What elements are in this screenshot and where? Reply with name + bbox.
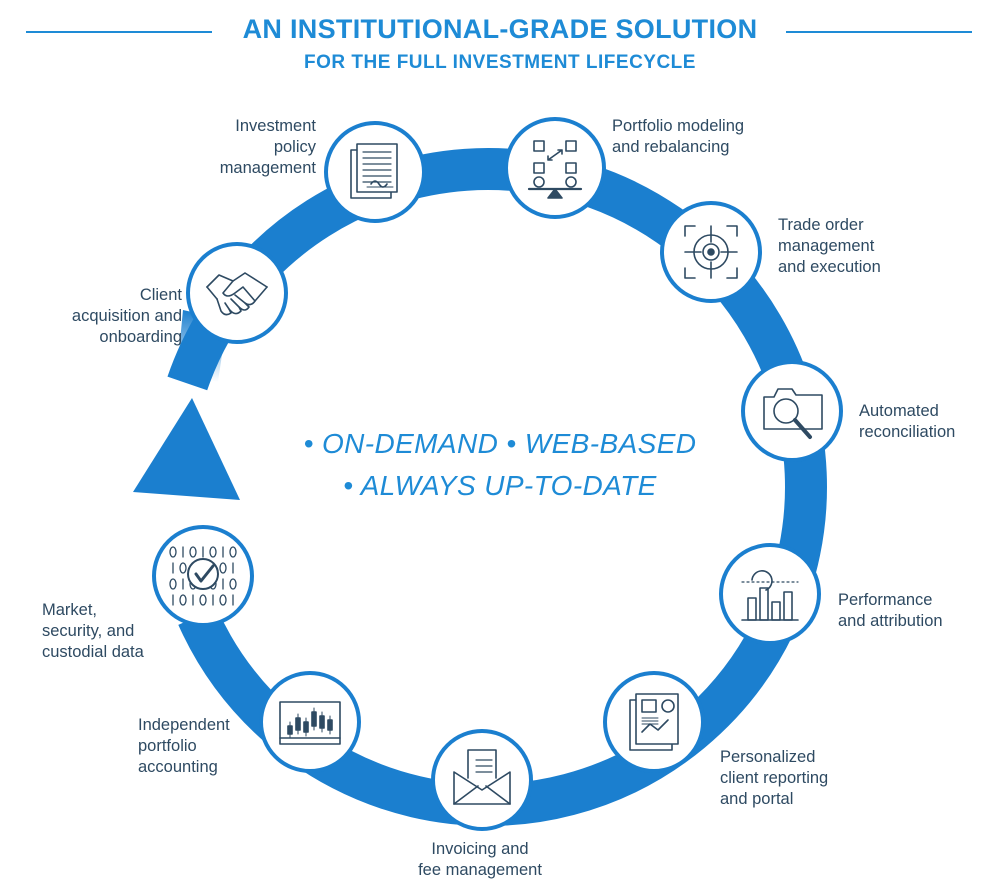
document-icon	[350, 143, 398, 199]
page-title: AN INSTITUTIONAL-GRADE SOLUTION	[242, 14, 758, 44]
stage-label-invoicing: Invoicing and fee management	[390, 839, 570, 881]
stage-label-line: Client	[139, 286, 182, 304]
tagline-line-1: • ON-DEMAND • WEB-BASED	[303, 428, 697, 459]
stage-node-reconciliation	[741, 360, 843, 462]
stage-label-line: and rebalancing	[612, 138, 730, 156]
stage-label-line: Portfolio modeling	[612, 117, 745, 135]
ring-arrow-head	[133, 398, 240, 500]
stage-label-performance: Performance and attribution	[838, 590, 998, 632]
balance-icon	[527, 140, 583, 199]
stage-label-line: Market,	[42, 601, 98, 619]
stage-label-line: Automated	[859, 402, 939, 420]
stage-label-line: Personalized	[720, 748, 816, 766]
candlestick-icon	[279, 701, 341, 745]
stage-label-line: security, and	[42, 622, 135, 640]
stage-circle	[504, 117, 606, 219]
stage-circle	[259, 671, 361, 773]
folder-search-icon	[763, 388, 823, 439]
stage-label-market-data: Market, security, and custodial data	[42, 600, 202, 663]
title-rule-left	[26, 31, 212, 33]
target-icon	[684, 225, 738, 279]
report-icon	[629, 693, 679, 751]
stage-node-trade-order	[660, 201, 762, 303]
page-subtitle: FOR THE FULL INVESTMENT LIFECYCLE	[304, 52, 696, 73]
stage-node-client-reporting	[603, 671, 705, 773]
stage-node-client-acquisition	[186, 242, 288, 344]
stage-label-reconciliation: Automated reconciliation	[859, 401, 999, 443]
stage-label-client-reporting: Personalized client reporting and portal	[720, 747, 900, 810]
stage-label-trade-order: Trade order management and execution	[778, 215, 968, 278]
stage-label-client-acquisition: Client acquisition and onboarding	[24, 285, 182, 348]
stage-label-line: Trade order	[778, 216, 864, 234]
stage-label-line: custodial data	[42, 643, 144, 661]
stage-label-investment-policy: Investment policy management	[150, 116, 316, 179]
stage-node-invoicing	[431, 729, 533, 831]
stage-label-line: and portal	[720, 790, 794, 808]
stage-circle	[186, 242, 288, 344]
stage-label-portfolio-modeling: Portfolio modeling and rebalancing	[612, 116, 802, 158]
stage-node-investment-policy	[324, 121, 426, 223]
stage-label-line: policy	[273, 138, 316, 156]
stage-node-performance	[719, 543, 821, 645]
invoice-icon	[453, 749, 511, 805]
stage-label-line: and execution	[778, 258, 881, 276]
stage-label-accounting: Independent portfolio accounting	[138, 715, 278, 778]
stage-label-line: onboarding	[99, 328, 182, 346]
stage-label-line: Investment	[235, 117, 316, 135]
stage-label-line: management	[219, 159, 316, 177]
stage-label-line: Invoicing and	[431, 840, 529, 858]
stage-label-line: and attribution	[838, 612, 943, 630]
bar-chart-icon	[741, 570, 799, 621]
tagline-line-2: • ALWAYS UP-TO-DATE	[343, 470, 657, 501]
stage-node-portfolio-modeling	[504, 117, 606, 219]
stage-circle	[719, 543, 821, 645]
stage-label-line: fee management	[418, 861, 542, 879]
binary-check-icon	[169, 546, 237, 606]
stage-label-line: reconciliation	[859, 423, 956, 441]
stage-label-line: Performance	[838, 591, 933, 609]
title-rule-right	[786, 31, 972, 33]
stage-node-accounting	[259, 671, 361, 773]
stage-label-line: acquisition and	[71, 307, 182, 325]
stage-node-market-data	[152, 525, 254, 627]
stage-label-line: management	[778, 237, 875, 255]
stage-label-line: accounting	[138, 758, 218, 776]
stage-label-line: client reporting	[720, 769, 829, 787]
stage-label-line: portfolio	[138, 737, 197, 755]
stage-circle	[431, 729, 533, 831]
stage-label-line: Independent	[138, 716, 230, 734]
handshake-icon	[206, 272, 268, 316]
